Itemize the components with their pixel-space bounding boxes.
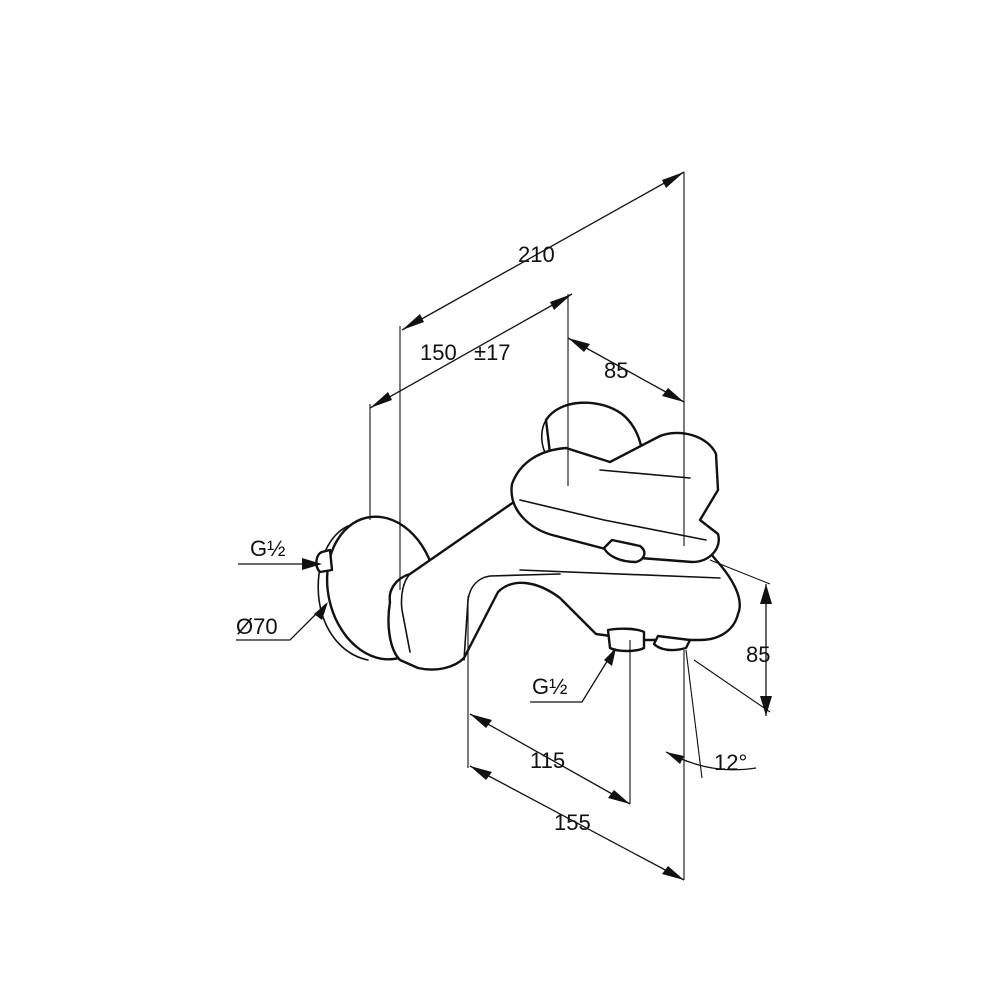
lever-handle: [510, 431, 720, 564]
dim-wall-offset-tolerance: ±17: [474, 340, 511, 365]
dim-overall-depth: 210: [518, 242, 555, 267]
dim-spout-angle: 12°: [714, 750, 747, 775]
faucet-body: [315, 401, 741, 671]
dim-lever-width: 85: [604, 358, 628, 383]
dim-rosette-diameter: Ø70: [236, 614, 278, 639]
extension-lines: [369, 172, 771, 880]
dimension-lines: [236, 171, 772, 881]
dim-wall-offset: 150: [420, 340, 457, 365]
inlet-nipple: [315, 548, 334, 574]
outlet-connection: [606, 627, 646, 653]
dimension-labels: 210 150 ±17 85 85 G½ Ø70 G½ 115 155 12°: [236, 242, 770, 835]
aerator: [652, 634, 692, 652]
dim-outlet-thread: G½: [532, 674, 567, 699]
dim-spout-length: 155: [554, 810, 591, 835]
dim-height: 85: [746, 642, 770, 667]
dim-outlet-offset: 115: [530, 748, 565, 773]
dim-inlet-thread: G½: [250, 536, 285, 561]
spout-outlet: [602, 538, 646, 564]
